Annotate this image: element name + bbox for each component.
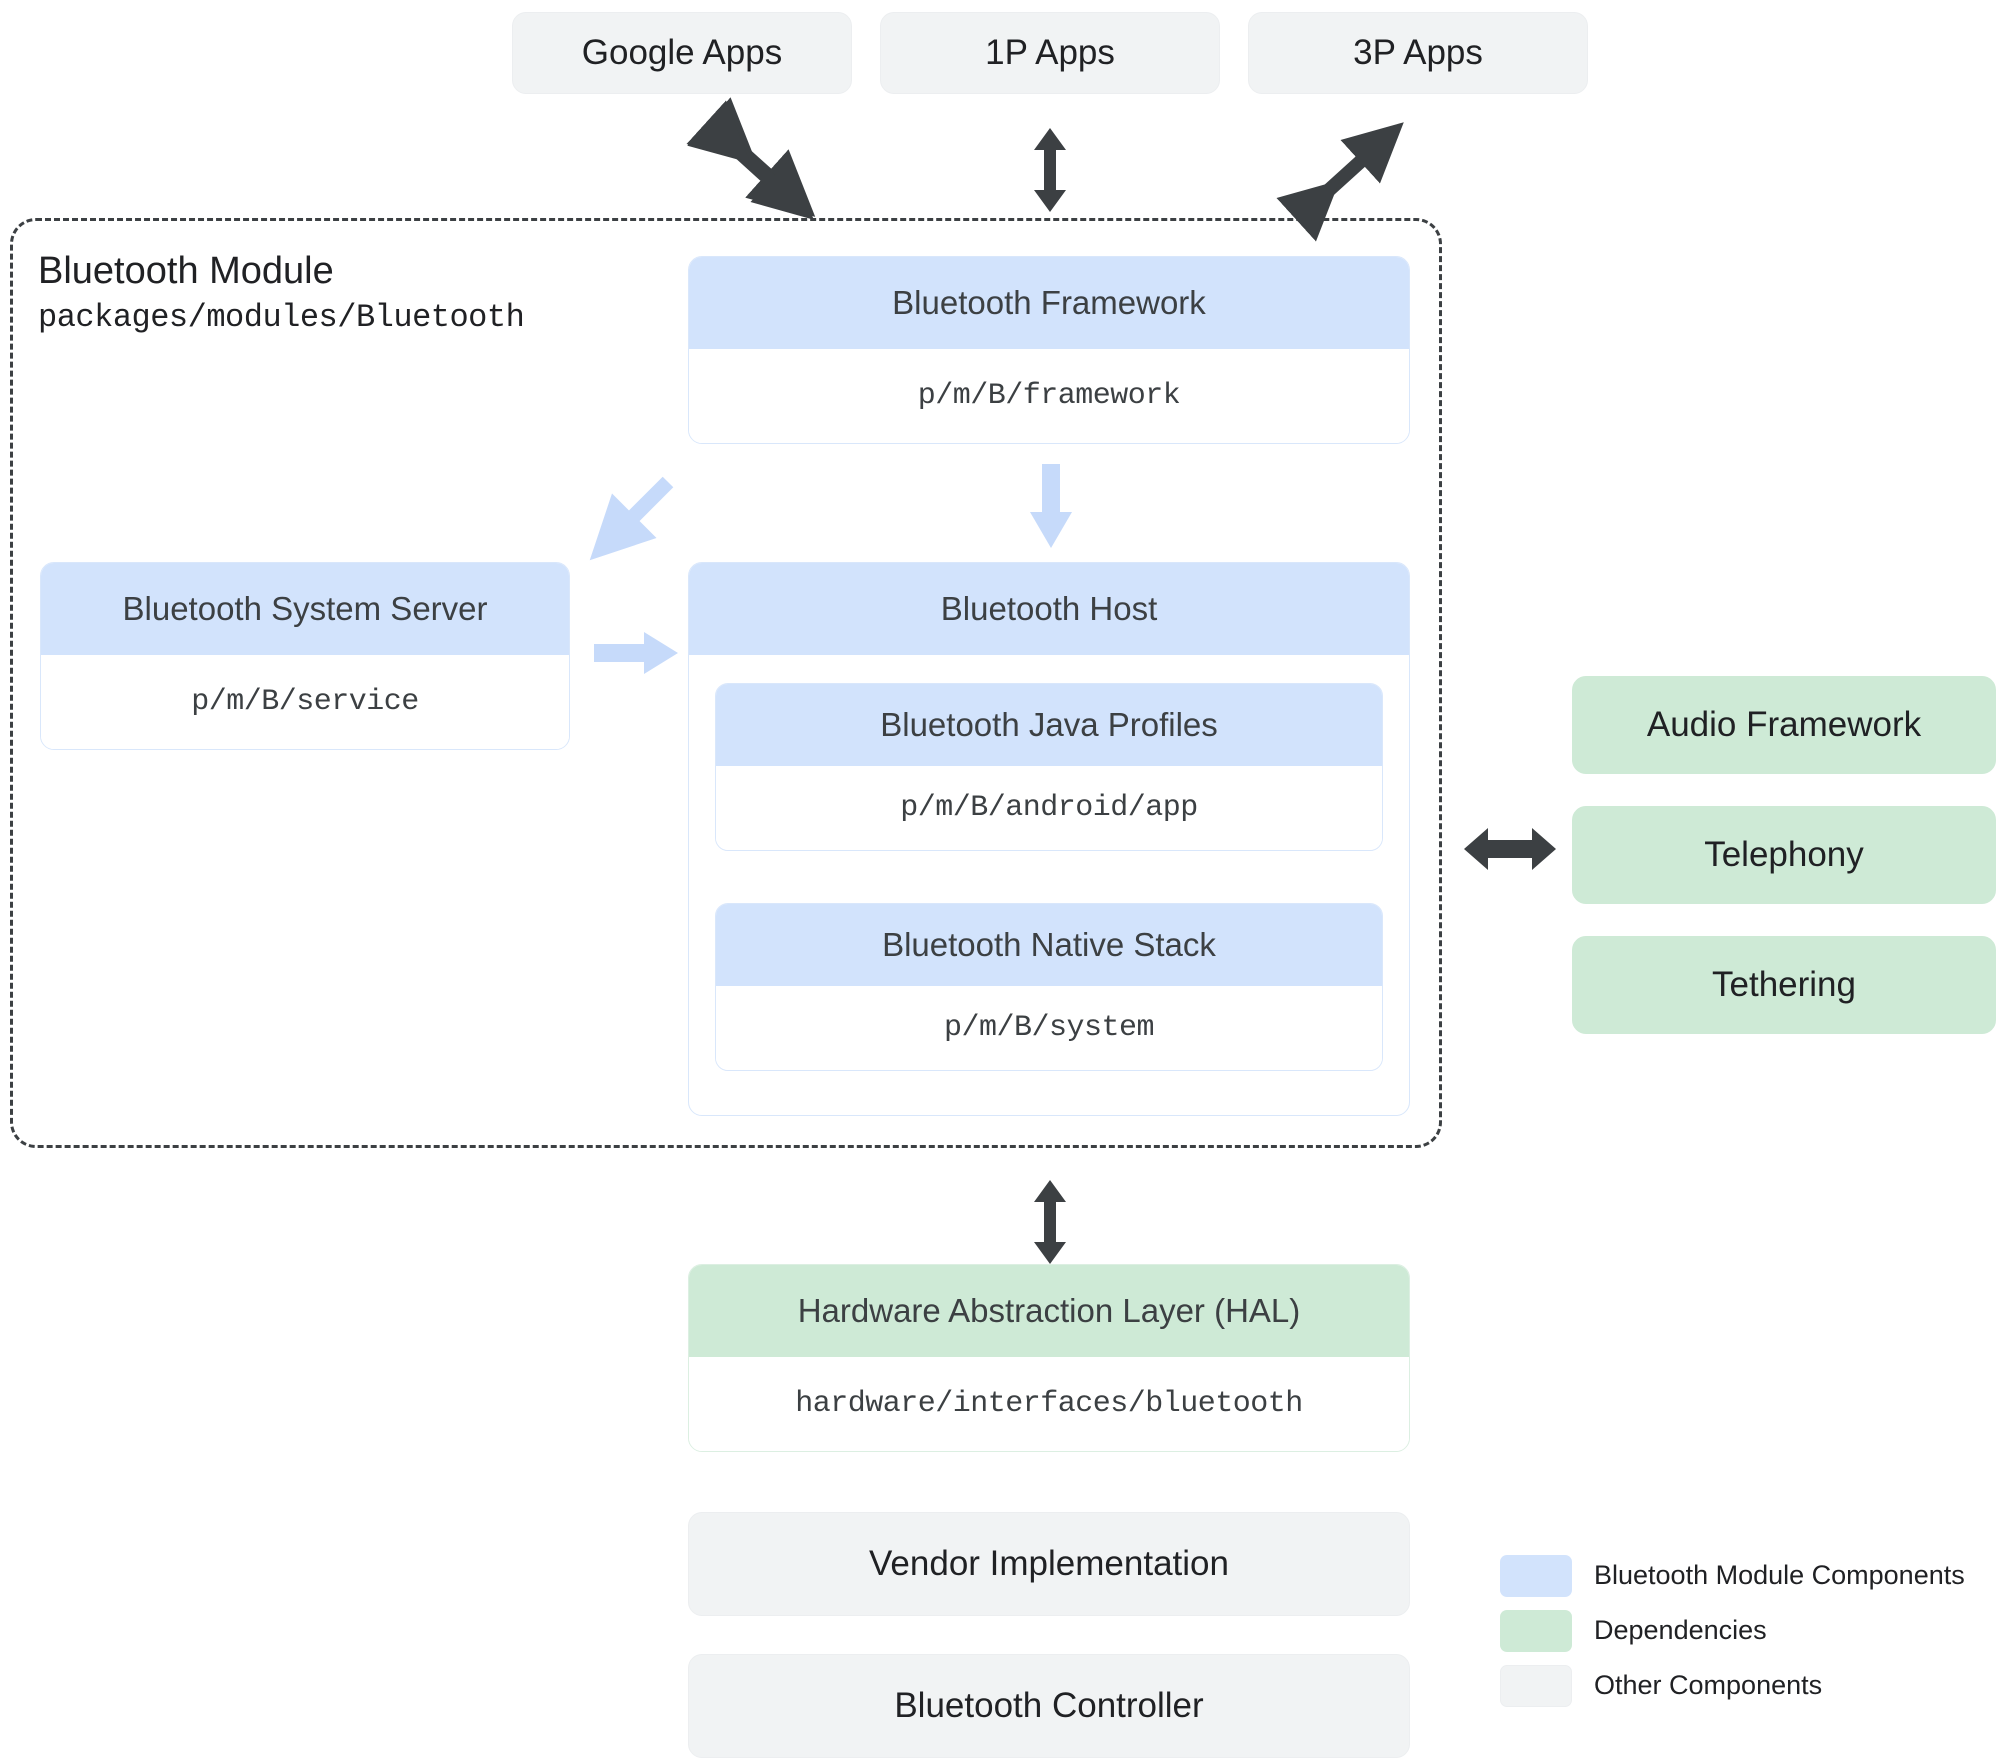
dependency-box-tethering[interactable]: Tethering [1572,936,1996,1034]
legend-swatch-other-components [1500,1664,1572,1707]
dependency-box-audio-framework-label: Audio Framework [1646,705,1922,744]
card-bluetooth-java-profiles-path: p/m/B/android/app [716,766,1382,850]
top-box-1p-apps[interactable]: 1P Apps [880,12,1220,94]
card-bluetooth-system-server-title: Bluetooth System Server [41,563,569,655]
legend-row-module-components: Bluetooth Module Components [1500,1548,1965,1603]
card-bluetooth-framework[interactable]: Bluetooth Framework p/m/B/framework [688,256,1410,444]
top-box-3p-apps-label: 3P Apps [1353,33,1483,72]
box-bluetooth-controller[interactable]: Bluetooth Controller [688,1654,1410,1758]
top-box-1p-apps-label: 1P Apps [985,33,1115,72]
legend-swatch-dependencies [1500,1609,1572,1652]
legend: Bluetooth Module Components Dependencies… [1500,1548,1965,1713]
arrow-google-apps-diagonal-glyph [686,100,814,220]
box-vendor-implementation-label: Vendor Implementation [869,1544,1229,1583]
dependency-box-tethering-label: Tethering [1712,965,1856,1004]
dependency-box-audio-framework[interactable]: Audio Framework [1572,676,1996,774]
bluetooth-module-path: packages/modules/Bluetooth [38,299,525,336]
arrow-system-server-to-host [594,632,678,674]
box-bluetooth-controller-label: Bluetooth Controller [894,1686,1204,1725]
card-hardware-abstraction-layer-path: hardware/interfaces/bluetooth [689,1357,1409,1451]
legend-row-other-components: Other Components [1500,1658,1965,1713]
card-bluetooth-native-stack[interactable]: Bluetooth Native Stack p/m/B/system [715,903,1383,1071]
legend-row-dependencies: Dependencies [1500,1603,1965,1658]
card-bluetooth-framework-path: p/m/B/framework [689,349,1409,443]
top-box-3p-apps[interactable]: 3P Apps [1248,12,1588,94]
arrow-1p-apps-to-module [1028,126,1072,214]
card-bluetooth-host[interactable]: Bluetooth Host Bluetooth Java Profiles p… [688,562,1410,1116]
dependency-box-telephony-label: Telephony [1704,835,1864,874]
card-hardware-abstraction-layer[interactable]: Hardware Abstraction Layer (HAL) hardwar… [688,1264,1410,1452]
card-bluetooth-native-stack-path: p/m/B/system [716,986,1382,1070]
card-bluetooth-system-server-path: p/m/B/service [41,655,569,749]
card-bluetooth-framework-title: Bluetooth Framework [689,257,1409,349]
card-bluetooth-host-title: Bluetooth Host [689,563,1409,655]
top-box-google-apps-label: Google Apps [581,33,783,72]
legend-label-other-components: Other Components [1594,1670,1823,1700]
legend-swatch-module-components [1500,1554,1572,1597]
arrow-module-to-hal [1034,1180,1066,1264]
card-hardware-abstraction-layer-title: Hardware Abstraction Layer (HAL) [689,1265,1409,1357]
arrow-3p-apps-diagonal-glyph [1276,122,1404,242]
arrow-framework-to-system-server [589,476,674,561]
box-vendor-implementation[interactable]: Vendor Implementation [688,1512,1410,1616]
arrow-framework-to-host [1030,464,1072,548]
bluetooth-module-title: Bluetooth Module [38,250,334,292]
legend-label-dependencies: Dependencies [1594,1615,1767,1645]
dependency-box-telephony[interactable]: Telephony [1572,806,1996,904]
card-bluetooth-java-profiles[interactable]: Bluetooth Java Profiles p/m/B/android/ap… [715,683,1383,851]
arrow-host-to-dependencies [1464,828,1556,870]
bluetooth-module-container [10,218,1442,1148]
card-bluetooth-native-stack-title: Bluetooth Native Stack [716,904,1382,986]
legend-label-module-components: Bluetooth Module Components [1594,1560,1965,1590]
card-bluetooth-java-profiles-title: Bluetooth Java Profiles [716,684,1382,766]
top-box-google-apps[interactable]: Google Apps [512,12,852,94]
card-bluetooth-system-server[interactable]: Bluetooth System Server p/m/B/service [40,562,570,750]
